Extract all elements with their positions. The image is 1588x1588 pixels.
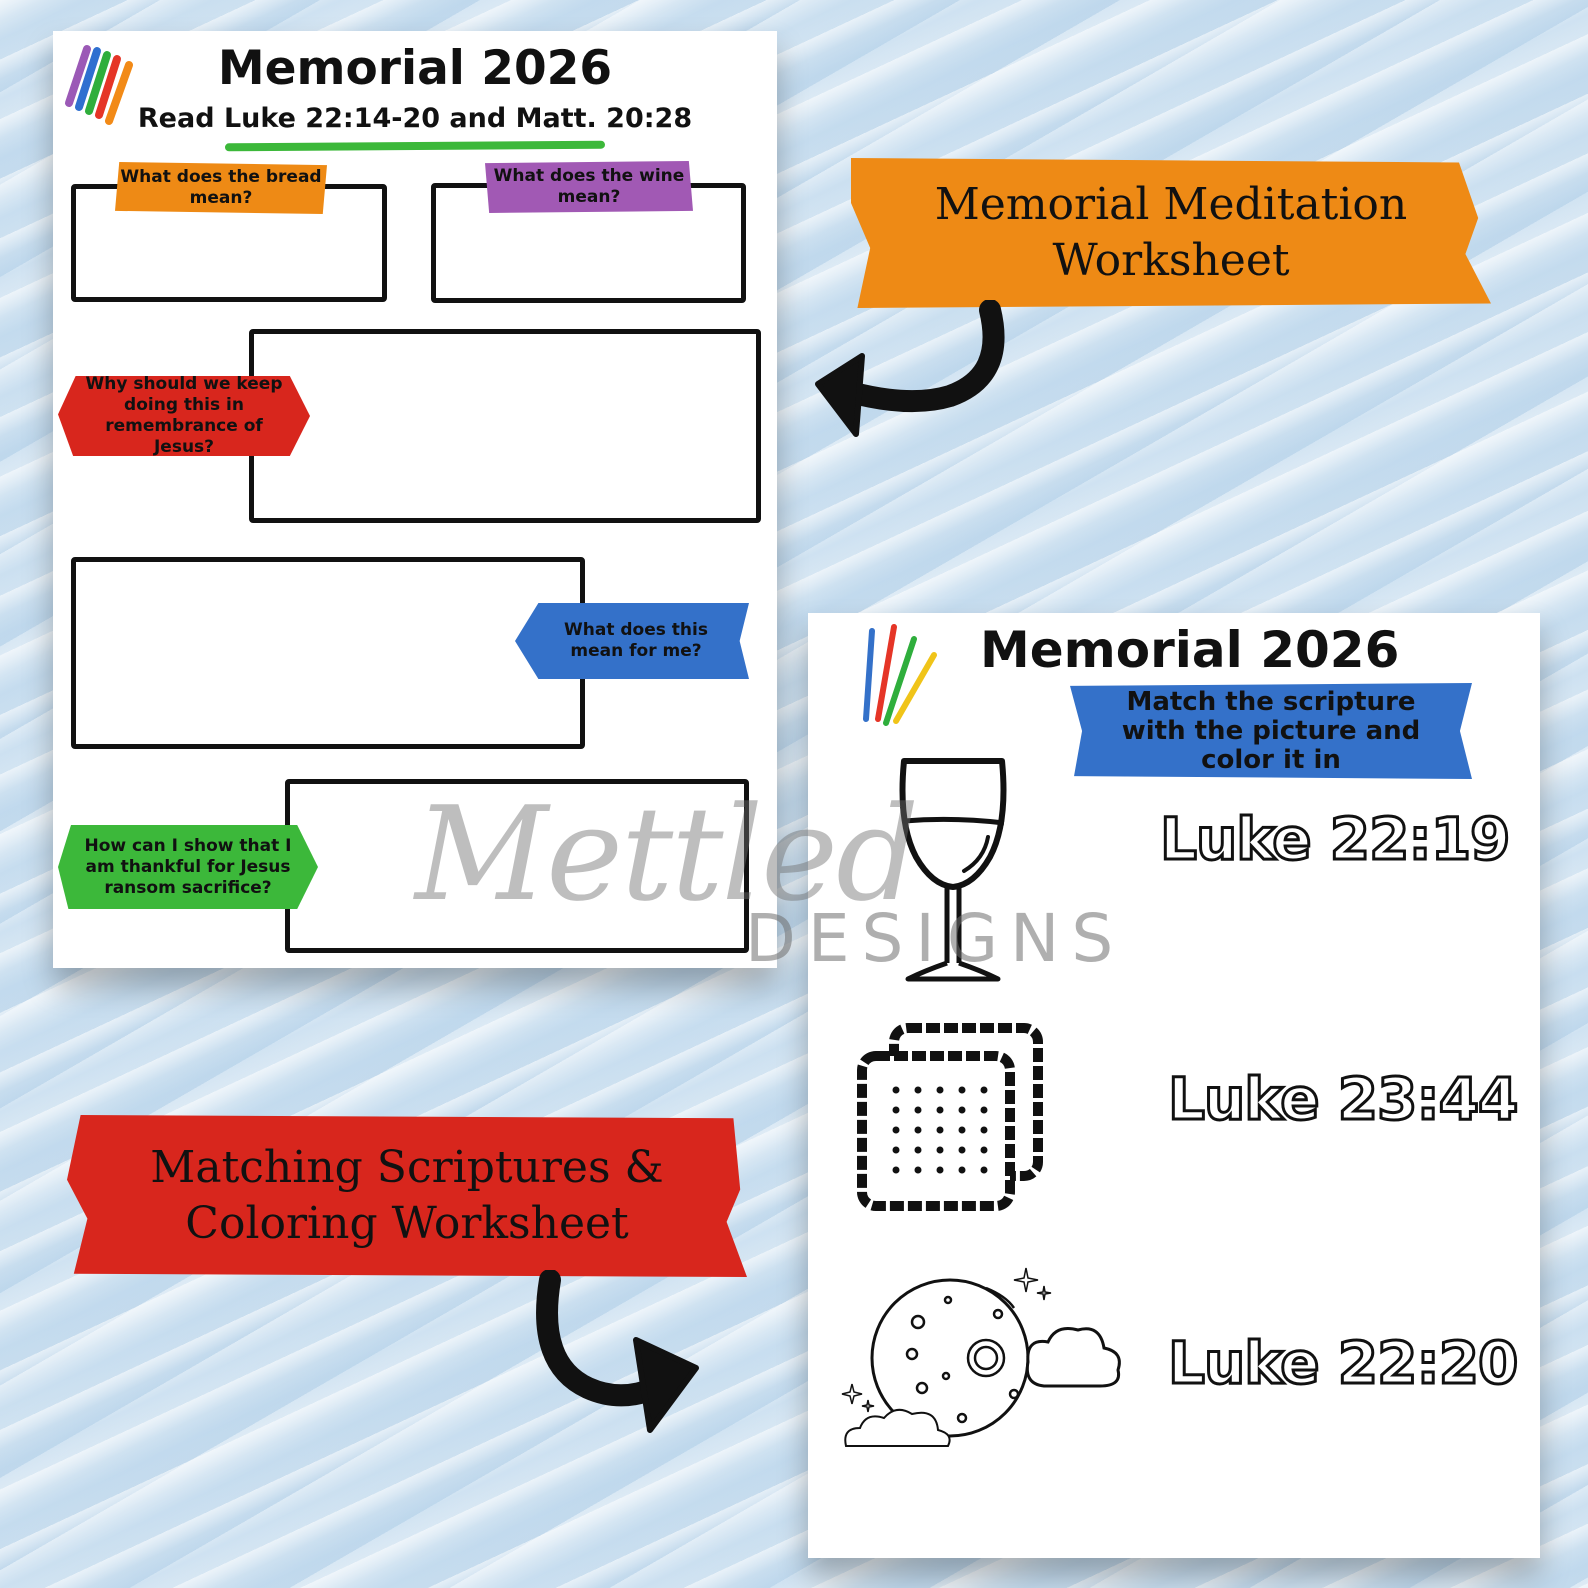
watermark-script: Mettled: [415, 778, 919, 930]
matching-worksheet-banner: Matching Scriptures & Coloring Worksheet: [67, 1115, 747, 1277]
mean-for-me-prompt-label: What does this mean for me?: [515, 603, 749, 679]
colored-pencils-icon: [863, 624, 937, 726]
meditation-worksheet-page: Memorial 2026 Read Luke 22:14-20 and Mat…: [53, 31, 777, 968]
meditation-worksheet-banner: Memorial Meditation Worksheet: [851, 158, 1491, 308]
matching-coloring-worksheet-page: Memorial 2026 Match the scripture with t…: [808, 613, 1540, 1558]
worksheet-subtitle: Read Luke 22:14-20 and Matt. 20:28: [137, 103, 693, 134]
worksheet-title: Memorial 2026: [980, 621, 1400, 679]
wine-glass-icon: [899, 758, 1007, 982]
curved-arrow-icon: [536, 1270, 699, 1433]
moon-and-clouds-icon: [841, 1267, 1121, 1447]
bread-prompt-label: What does the bread mean?: [115, 162, 327, 214]
unleavened-bread-icon: [857, 1023, 1043, 1211]
worksheet-title: Memorial 2026: [217, 41, 613, 96]
meaning-answer-box[interactable]: [71, 557, 585, 749]
scripture-label-1: Luke 22:19: [1158, 804, 1511, 875]
instruction-banner: Match the scripture with the picture and…: [1070, 683, 1472, 779]
scripture-label-2: Luke 23:44: [1166, 1064, 1519, 1135]
wine-prompt-label: What does the wine mean?: [485, 161, 693, 213]
bread-answer-box[interactable]: [71, 184, 387, 302]
curved-arrow-icon: [815, 300, 1005, 437]
subtitle-underline: [224, 140, 606, 152]
remembrance-prompt-label: Why should we keep doing this in remembr…: [58, 376, 310, 456]
thankful-answer-box[interactable]: [285, 779, 749, 953]
colored-pencils-icon: [65, 45, 133, 125]
thankful-prompt-label: How can I show that I am thankful for Je…: [58, 825, 318, 909]
watermark-designs: DESIGNS: [745, 900, 1126, 977]
remembrance-answer-box[interactable]: [249, 329, 761, 523]
scripture-label-3: Luke 22:20: [1166, 1328, 1519, 1399]
